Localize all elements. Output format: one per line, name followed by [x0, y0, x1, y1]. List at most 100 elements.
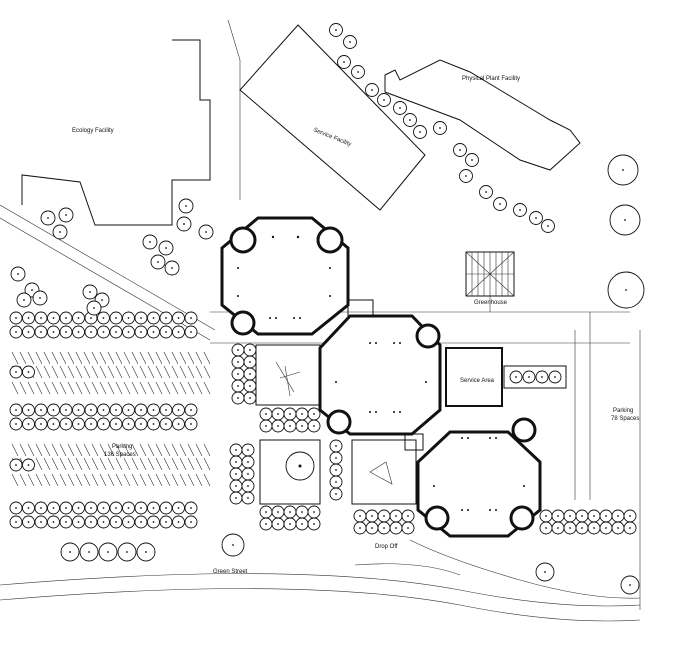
- tree-trunk: [40, 331, 42, 333]
- tree-trunk: [90, 507, 92, 509]
- tree-trunk: [249, 385, 251, 387]
- parking-stripe: [43, 351, 51, 365]
- ecology-facility-label: Ecology Facility: [72, 128, 114, 134]
- tree-trunk: [90, 317, 92, 319]
- tree-trunk: [625, 289, 627, 291]
- parking-left-spaces: 136 Spaces: [104, 452, 136, 458]
- parking-stripe: [67, 443, 75, 457]
- tree-trunk: [27, 331, 30, 333]
- tree-trunk: [349, 41, 351, 43]
- tree-trunk: [15, 464, 17, 466]
- parking-stripe: [19, 473, 27, 487]
- tree-trunk: [107, 551, 109, 553]
- tree-trunk: [183, 223, 185, 225]
- tree-trunk: [545, 527, 547, 529]
- parking-stripe: [107, 457, 115, 471]
- tree-trunk: [90, 521, 92, 523]
- tree-trunk: [247, 485, 249, 487]
- tree-trunk: [541, 376, 543, 378]
- tree-trunk: [40, 423, 42, 425]
- parking-stripe: [115, 351, 123, 365]
- parking-stripe: [75, 351, 83, 365]
- parking-stripe: [203, 365, 211, 379]
- tree-trunk: [15, 331, 17, 333]
- parking-stripe: [179, 473, 187, 487]
- tree-trunk: [165, 409, 167, 411]
- greenhouse-label: Greenhouse: [474, 300, 508, 306]
- tree-trunk: [27, 317, 30, 319]
- parking-stripe: [107, 473, 115, 487]
- tree-trunk: [569, 527, 571, 529]
- connector-1: [347, 299, 374, 317]
- turret-1: [229, 226, 257, 254]
- parking-stripe: [155, 443, 163, 457]
- parking-stripe: [179, 443, 187, 457]
- parking-stripe: [91, 381, 99, 395]
- parking-stripe: [99, 457, 107, 471]
- tree-trunk: [357, 71, 359, 73]
- tree-trunk: [249, 397, 251, 399]
- tree-trunk: [17, 273, 19, 275]
- tree-trunk: [177, 331, 180, 333]
- parking-stripe: [131, 365, 139, 379]
- main-building: [220, 216, 542, 538]
- tree-trunk: [177, 317, 180, 319]
- parking-stripe: [195, 351, 203, 365]
- tree-trunk: [557, 515, 559, 517]
- tree-trunk: [249, 349, 251, 351]
- parking-stripe: [43, 473, 51, 487]
- tree-trunk: [31, 289, 33, 291]
- parking-stripe: [195, 365, 203, 379]
- tree-trunk: [185, 205, 187, 207]
- parking-stripe: [51, 365, 59, 379]
- tree-trunk: [289, 413, 291, 415]
- tree-trunk: [265, 511, 267, 513]
- trees: [9, 23, 645, 595]
- tree-trunk: [277, 511, 279, 513]
- parking-stripe: [115, 457, 123, 471]
- tree-trunk: [237, 397, 239, 399]
- parking-stripe: [115, 381, 123, 395]
- tree-trunk: [140, 423, 142, 425]
- tree-trunk: [40, 317, 42, 319]
- tree-trunk: [27, 409, 30, 411]
- tree-trunk: [313, 425, 315, 427]
- tree-trunk: [152, 507, 155, 509]
- parking-stripe: [51, 351, 59, 365]
- parking-stripe: [171, 381, 179, 395]
- tree-trunk: [335, 469, 337, 471]
- parking-stripe: [147, 365, 155, 379]
- tree-trunk: [528, 376, 530, 378]
- parking-stripe: [51, 457, 59, 471]
- parking-stripe: [67, 381, 75, 395]
- parking-stripe: [11, 443, 19, 457]
- parking-stripe: [83, 443, 91, 457]
- tree-trunk: [165, 521, 167, 523]
- tree-trunk: [499, 203, 501, 205]
- tree-trunk: [77, 409, 80, 411]
- parking-stripe: [123, 443, 131, 457]
- tree-trunk: [471, 159, 473, 161]
- tree-trunk: [313, 523, 315, 525]
- tree-trunk: [459, 149, 461, 151]
- tree-trunk: [624, 219, 626, 221]
- tree-trunk: [77, 507, 80, 509]
- tree-trunk: [371, 527, 373, 529]
- tree-trunk: [235, 449, 237, 451]
- tree-trunk: [544, 571, 546, 573]
- tree-trunk: [335, 457, 337, 459]
- service-yard: [503, 365, 567, 389]
- parking-stripe: [171, 443, 179, 457]
- parking-stripe: [139, 473, 147, 487]
- tree-trunk: [65, 317, 67, 319]
- tree-trunk: [371, 89, 373, 91]
- parking-stripe: [179, 365, 187, 379]
- parking-stripe: [59, 457, 67, 471]
- parking-stripe: [67, 351, 75, 365]
- parking-stripe: [163, 381, 171, 395]
- tree-trunk: [23, 299, 25, 301]
- parking-stripe: [195, 443, 203, 457]
- tree-trunk: [115, 331, 117, 333]
- parking-stripe: [51, 473, 59, 487]
- parking-stripe: [99, 351, 107, 365]
